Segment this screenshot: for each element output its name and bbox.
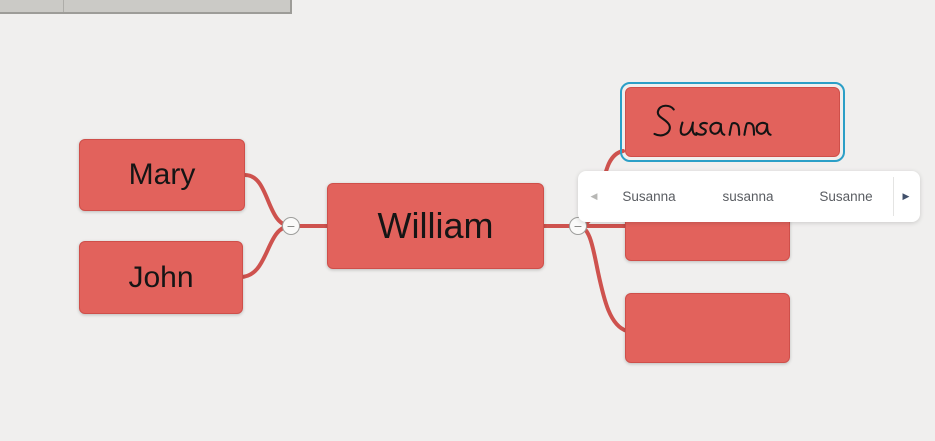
chevron-left-icon: ◀ <box>590 191 598 202</box>
minus-icon: − <box>286 219 296 233</box>
window-edge-divider <box>63 0 64 12</box>
node-susanna-selection-frame <box>620 82 845 162</box>
node-john[interactable]: John <box>79 241 243 314</box>
suggestion-item-susanne[interactable]: Susanne <box>803 171 889 222</box>
node-mary-label: Mary <box>128 158 196 191</box>
suggestions-next-button[interactable]: ▶ <box>896 171 916 222</box>
suggestion-bar: ◀ Susanna susanna Susanne ▶ <box>578 171 920 222</box>
node-mary[interactable]: Mary <box>79 139 245 211</box>
background-window-edge[interactable] <box>0 0 292 14</box>
node-william[interactable]: William <box>327 183 544 269</box>
minus-icon: − <box>573 219 583 233</box>
connector-john-hub <box>238 224 293 279</box>
collapse-button-left[interactable]: − <box>282 217 300 235</box>
suggestion-item-susanna-cap[interactable]: Susanna <box>606 171 692 222</box>
chevron-right-icon: ▶ <box>902 191 910 202</box>
suggestions-prev-button[interactable]: ◀ <box>584 171 604 222</box>
node-empty-child-bottom[interactable] <box>625 293 790 363</box>
suggestion-label: Susanna <box>622 189 676 204</box>
node-susanna[interactable] <box>625 87 840 157</box>
suggestion-label: Susanne <box>819 189 873 204</box>
connector-hub-child-bottom <box>576 224 629 333</box>
handwritten-susanna <box>653 104 772 137</box>
suggestion-label: susanna <box>722 189 774 204</box>
suggestion-item-susanna-lower[interactable]: susanna <box>705 171 791 222</box>
suggestion-bar-divider <box>893 177 894 216</box>
node-john-label: John <box>128 260 194 294</box>
node-william-label: William <box>377 205 494 246</box>
